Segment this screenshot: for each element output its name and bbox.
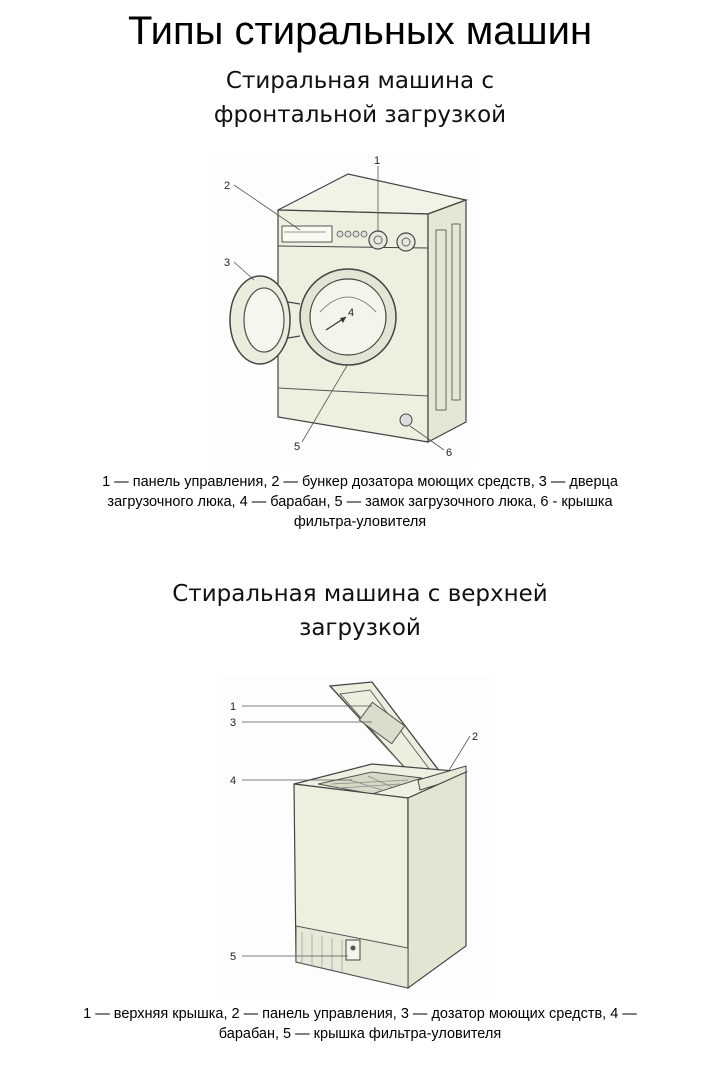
top-caption-line-1: 1 — верхняя крышка, 2 — панель управлени…: [83, 1006, 637, 1022]
top-loading-washer-illustration: 1 3 2 4 5: [222, 676, 490, 1000]
front-callout-5: 5: [294, 441, 300, 453]
top-caption-line-2: барабан, 5 — крышка фильтра-уловителя: [218, 1026, 502, 1042]
top-callout-3: 3: [230, 717, 236, 729]
top-callout-4: 4: [230, 775, 236, 787]
front-callout-4: 4: [348, 307, 354, 319]
top-loading-heading-line-2: загрузкой: [299, 615, 421, 641]
front-callout-2: 2: [224, 180, 230, 192]
front-caption-line-1: 1 — панель управления, 2 — бункер дозато…: [102, 474, 618, 490]
front-loading-heading: Стиральная машина с фронтальной загрузко…: [0, 64, 720, 132]
page-title: Типы стиральных машин: [127, 9, 593, 53]
top-loading-caption: 1 — верхняя крышка, 2 — панель управлени…: [10, 1004, 710, 1044]
front-loading-caption: 1 — панель управления, 2 — бункер дозато…: [10, 472, 710, 532]
top-loading-heading: Стиральная машина с верхней загрузкой: [0, 577, 720, 645]
front-loading-washer-illustration: 1 2 3 4 5 6: [208, 152, 474, 466]
front-caption-line-2: загрузочного люка, 4 — барабан, 5 — замо…: [107, 494, 613, 510]
top-callout-5: 5: [230, 951, 236, 963]
front-loading-heading-line-2: фронтальной загрузкой: [213, 102, 507, 128]
front-loading-washer-drawing: 1 2 3 4 5 6: [224, 155, 469, 459]
front-callout-1: 1: [374, 155, 380, 167]
top-loading-washer-drawing: 1 3 2 4 5: [230, 681, 478, 990]
top-callout-1: 1: [230, 701, 236, 713]
front-loading-heading-line-1: Стиральная машина с: [225, 68, 495, 94]
top-callout-2: 2: [472, 731, 478, 743]
front-callout-3: 3: [224, 257, 230, 269]
front-callout-6: 6: [446, 447, 452, 459]
top-loading-heading-line-1: Стиральная машина с верхней: [172, 581, 548, 607]
front-caption-line-3: фильтра-уловителя: [293, 514, 427, 530]
